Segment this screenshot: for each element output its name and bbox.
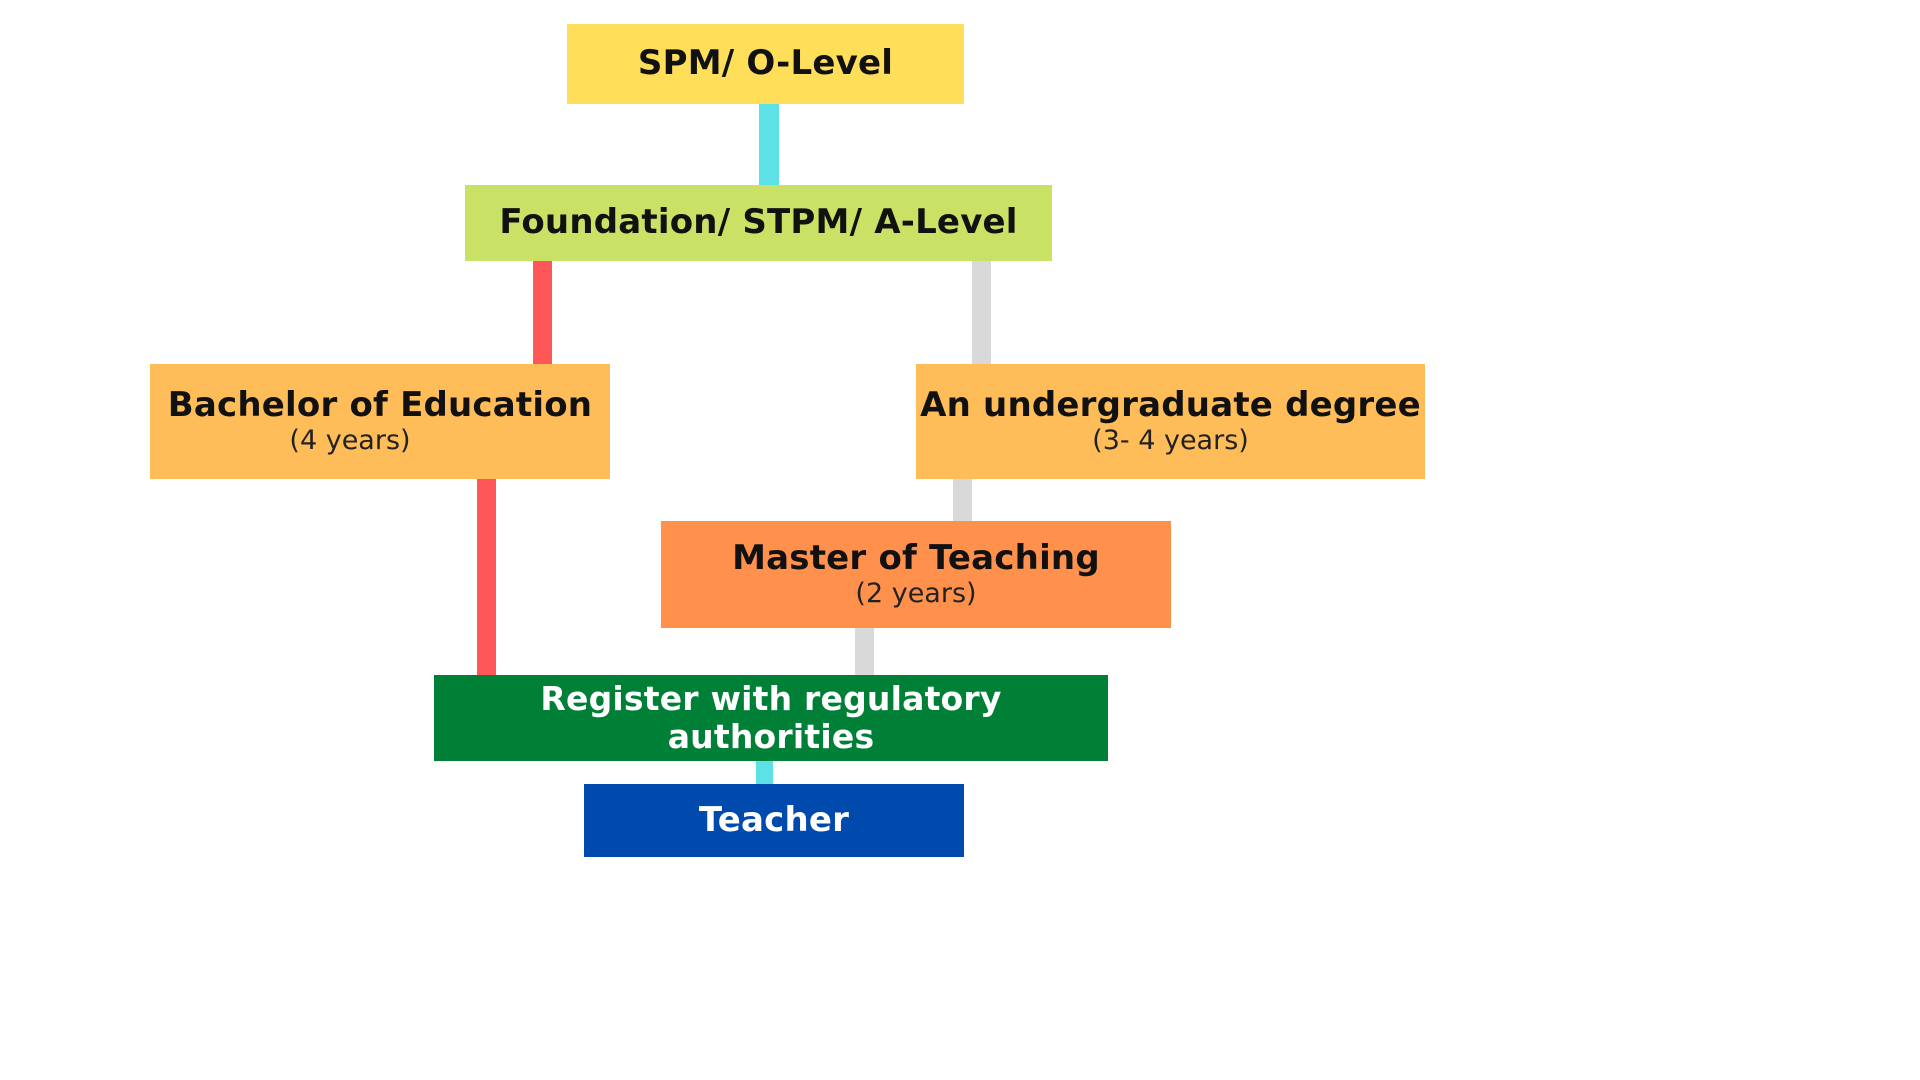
connector-master-register bbox=[855, 626, 874, 677]
node-spm-title: SPM/ O-Level bbox=[637, 43, 894, 84]
node-master-of-teaching: Master of Teaching (2 years) bbox=[661, 521, 1171, 628]
node-undergrad-duration: (3- 4 years) bbox=[1092, 424, 1249, 456]
node-foundation: Foundation/ STPM/ A-Level bbox=[465, 185, 1052, 261]
connector-bachelor-register bbox=[477, 478, 496, 677]
node-foundation-title: Foundation/ STPM/ A-Level bbox=[499, 202, 1018, 243]
node-undergrad-title: An undergraduate degree bbox=[920, 384, 1421, 425]
connector-register-teacher bbox=[756, 760, 773, 786]
node-bachelor-duration: (4 years) bbox=[289, 424, 411, 456]
node-spm-o-level: SPM/ O-Level bbox=[567, 24, 964, 104]
flowchart: SPM/ O-Level Foundation/ STPM/ A-Level B… bbox=[150, 24, 1425, 857]
connector-foundation-bachelor bbox=[533, 259, 552, 366]
node-teacher-title: Teacher bbox=[698, 799, 850, 840]
connector-undergrad-master bbox=[953, 478, 972, 523]
node-bachelor-title: Bachelor of Education bbox=[167, 384, 593, 425]
node-master-duration: (2 years) bbox=[855, 577, 977, 609]
connector-foundation-undergrad bbox=[972, 259, 991, 366]
node-bachelor-of-education: Bachelor of Education (4 years) bbox=[150, 364, 610, 479]
node-teacher: Teacher bbox=[584, 784, 964, 857]
node-register: Register with regulatory authorities bbox=[434, 675, 1108, 761]
connector-spm-foundation bbox=[759, 102, 779, 187]
node-register-title: Register with regulatory authorities bbox=[540, 679, 1002, 756]
node-master-title: Master of Teaching bbox=[732, 537, 1100, 578]
node-undergraduate-degree: An undergraduate degree (3- 4 years) bbox=[916, 364, 1425, 479]
